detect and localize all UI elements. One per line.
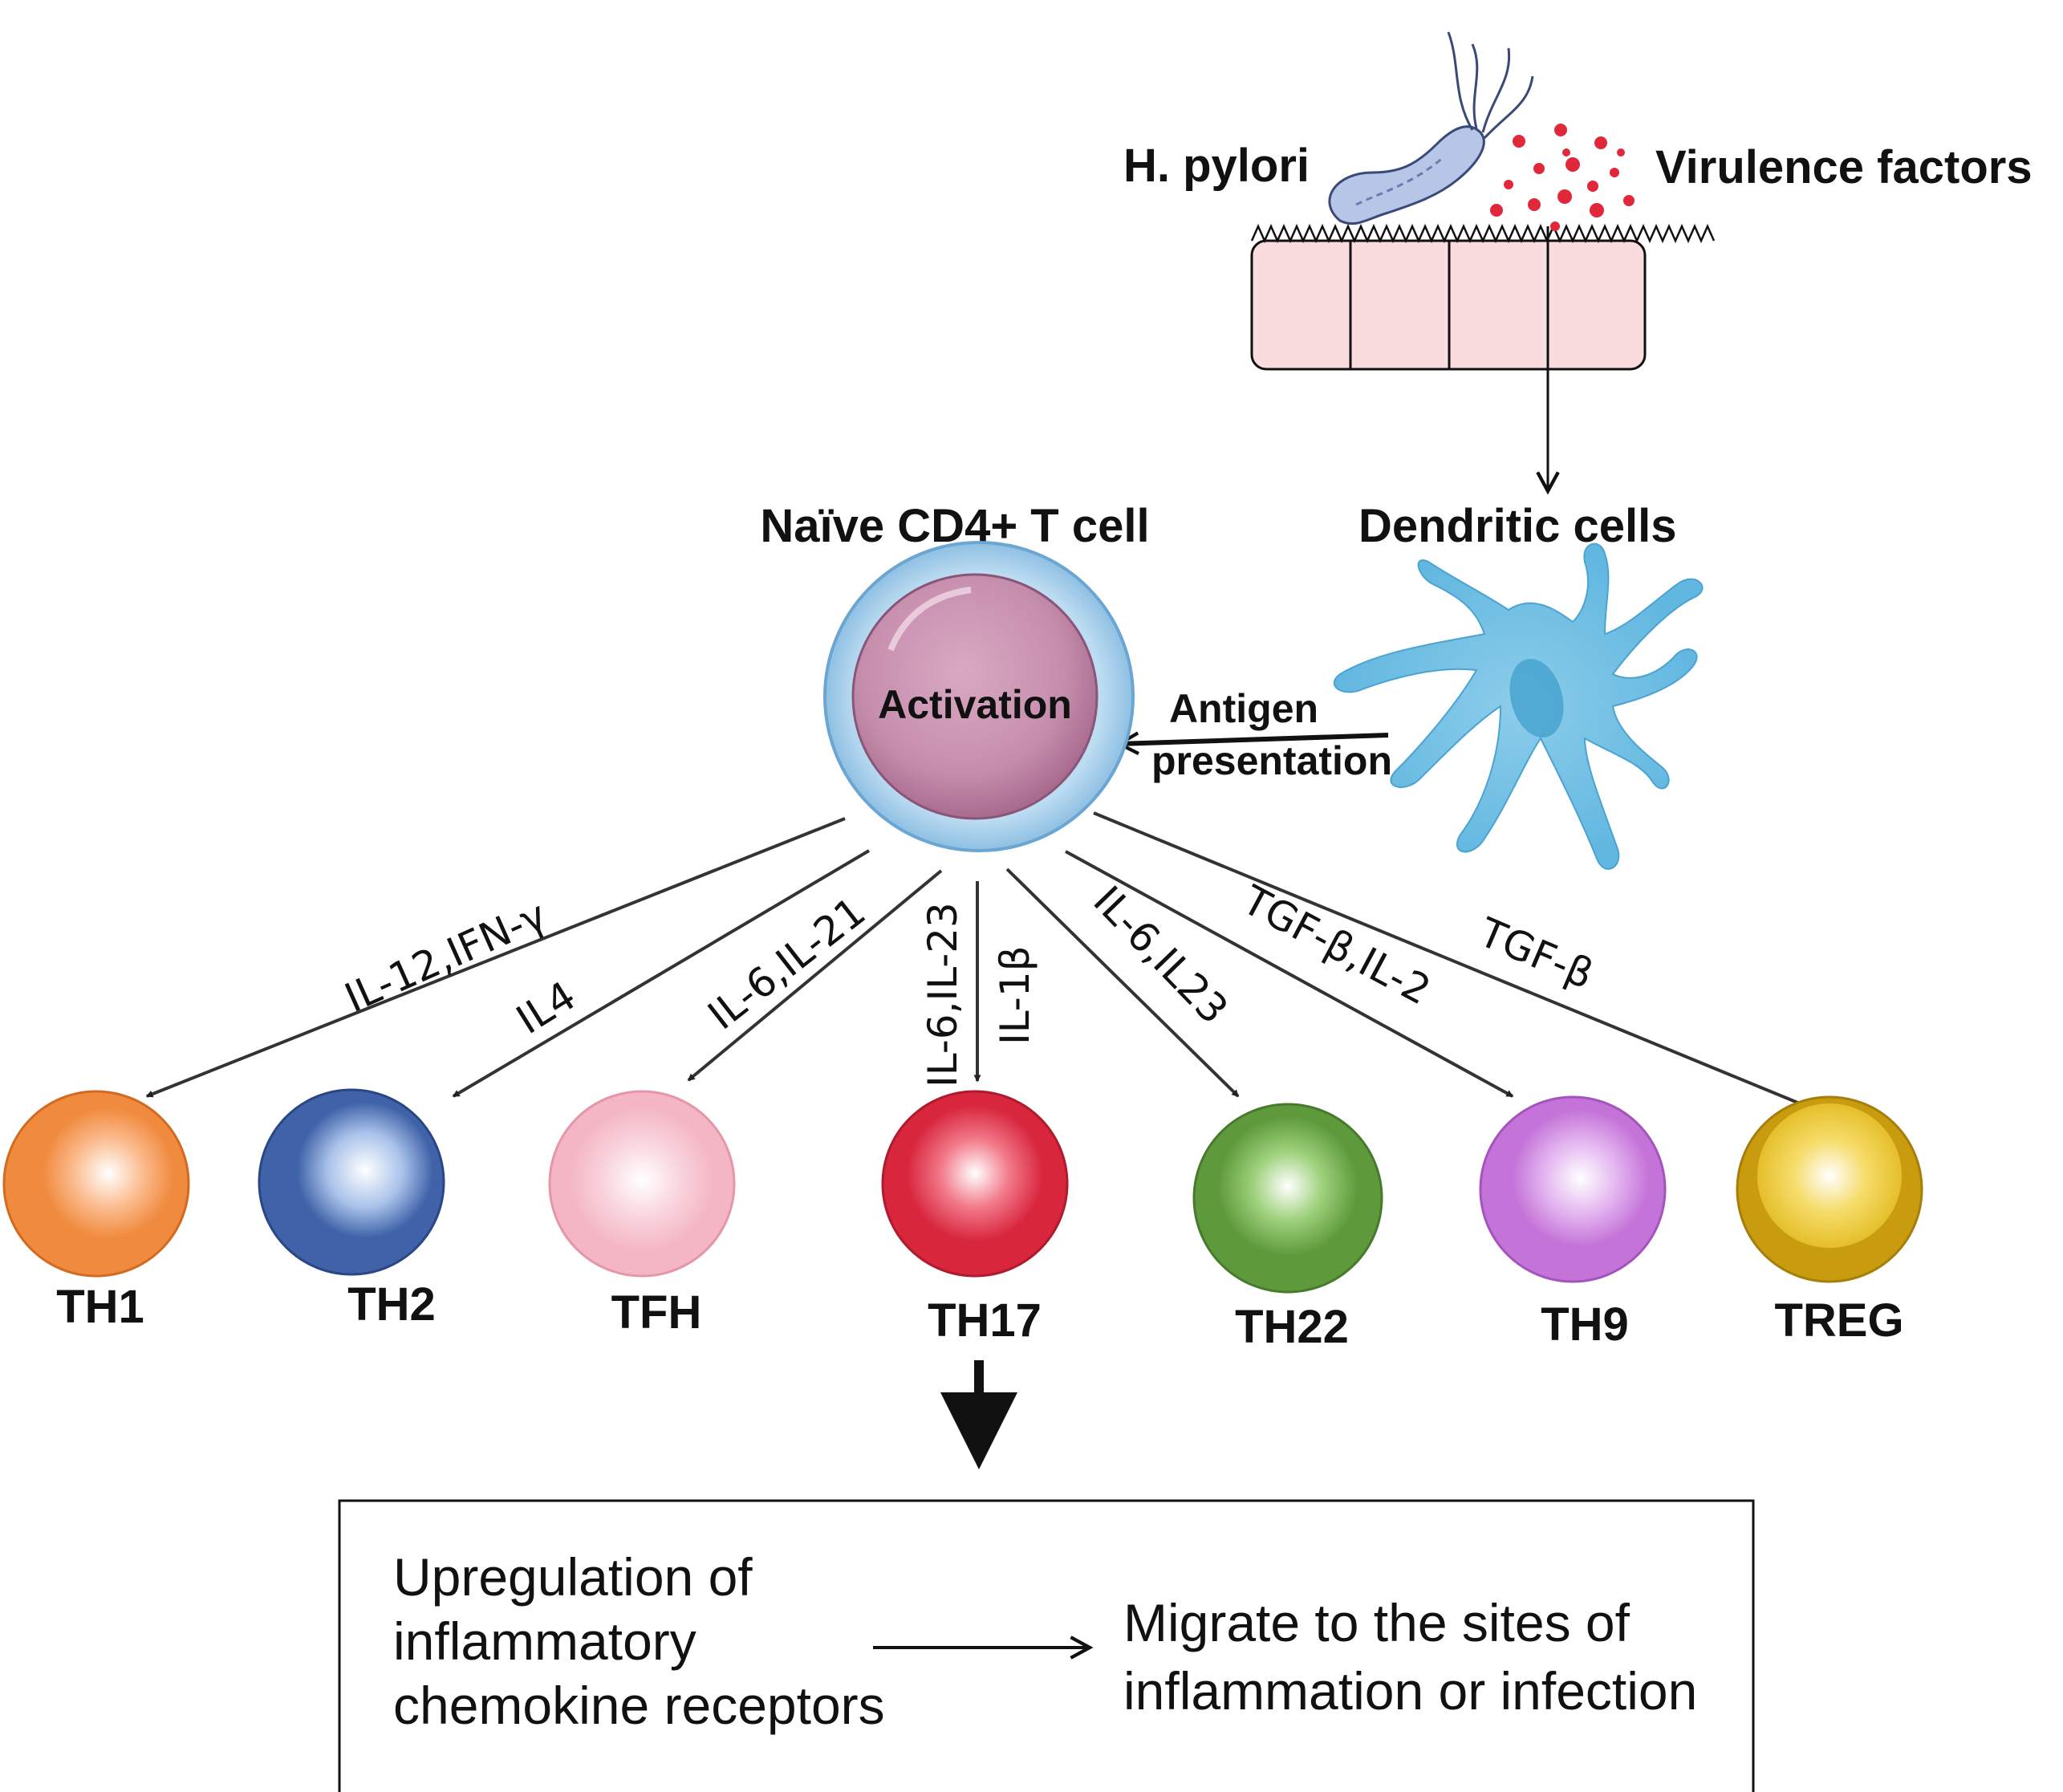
epithelium-illustration <box>1250 223 1716 371</box>
activation-label: Activation <box>878 682 1072 727</box>
box-left-line3: chemokine receptors <box>393 1676 885 1735</box>
virulence-factors-label: Virulence factors <box>1655 141 2033 193</box>
cytokine-label-th22: IL-6,IL23 <box>1084 877 1237 1033</box>
box-right-line2: inflammation or infection <box>1123 1661 1697 1721</box>
arrow-to-treg <box>1093 811 1811 1109</box>
subset-label-th17: TH17 <box>928 1294 1042 1347</box>
dendritic-cell-icon <box>1333 542 1704 870</box>
arrow-to-th1 <box>145 817 846 1098</box>
th9-cell-icon <box>1479 1095 1667 1283</box>
antigen-presentation-arrow <box>1119 735 1389 744</box>
subset-label-th1: TH1 <box>56 1281 144 1333</box>
antigen-label-line2: presentation <box>1151 738 1392 783</box>
subset-label-th2: TH2 <box>347 1278 436 1331</box>
th22-cell-icon <box>1192 1103 1383 1294</box>
h-pylori-label: H. pylori <box>1123 140 1310 192</box>
treg-cell-icon <box>1736 1095 1923 1283</box>
subset-label-th22: TH22 <box>1235 1301 1349 1353</box>
subset-label-treg: TREG <box>1774 1294 1903 1347</box>
h-pylori-bacterium-icon <box>1328 31 1534 226</box>
differentiation-arrows <box>145 811 1811 1109</box>
dendritic-cells-label: Dendritic cells <box>1358 500 1676 552</box>
arrow-to-tfh <box>687 869 943 1082</box>
cytokine-label-th2: IL4 <box>509 973 584 1044</box>
box-left-line1: Upregulation of <box>393 1547 753 1607</box>
cytokine-label-th17-b: IL-1β <box>992 946 1038 1046</box>
virulence-factor-dots-icon <box>1490 124 1635 231</box>
cytokine-label-treg: TGF-β <box>1472 908 1600 998</box>
naive-cd4-t-cell-icon <box>823 541 1135 852</box>
cytokine-label-th9: TGF-β,IL-2 <box>1234 876 1438 1014</box>
subset-label-th9: TH9 <box>1541 1298 1629 1351</box>
th2-cell-icon <box>258 1088 445 1276</box>
cytokine-label-tfh: IL-6,IL-21 <box>700 888 875 1039</box>
box-right-line1: Migrate to the sites of <box>1123 1593 1631 1652</box>
antigen-label-line1: Antigen <box>1169 686 1318 731</box>
arrow-to-th9 <box>1065 850 1514 1098</box>
arrow-to-th2 <box>452 849 871 1098</box>
box-left-line2: inflammatory <box>393 1611 696 1671</box>
th1-cell-icon <box>2 1090 190 1278</box>
cytokine-label-th17-a: IL-6,IL-23 <box>920 902 966 1087</box>
arrow-to-th22 <box>1005 868 1240 1098</box>
th17-cell-icon <box>881 1090 1069 1278</box>
tfh-cell-icon <box>548 1090 736 1278</box>
subset-label-tfh: TFH <box>611 1286 702 1339</box>
